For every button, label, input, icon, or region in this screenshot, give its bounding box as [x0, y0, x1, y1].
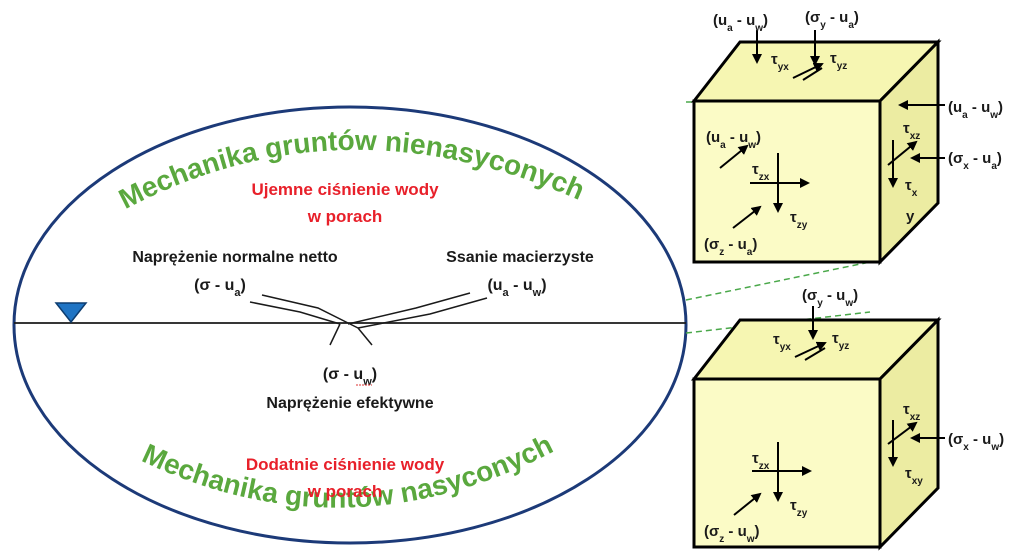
matric-suction-label: Ssanie macierzyste [446, 249, 594, 266]
negative-pressure-line2: w porach [307, 207, 383, 226]
top-cube-top-right-label: (σy - ua) [805, 9, 859, 31]
top-stress-cube: (ua - uw) (σy - ua) τyx τyz (ua - uw) (σ… [690, 9, 1003, 266]
water-table-triangle-icon [54, 302, 88, 324]
top-cube-front-label-1: (ua - uw) [706, 129, 761, 151]
net-normal-stress-var: (σ - ua) [194, 277, 246, 299]
bottom-cube-front-label: (σz - uw) [704, 523, 760, 545]
negative-pressure-line1: Ujemne ciśnienie wody [251, 180, 439, 199]
top-cube-front-label-2: (σz - ua) [704, 236, 757, 258]
title-unsaturated: Mechanika gruntów nienasyconych [114, 125, 589, 215]
net-normal-stress-label: Naprężenie normalne netto [132, 249, 338, 266]
top-cube-top-left-label: (ua - uw) [713, 12, 768, 34]
positive-pressure-line2: w porach [307, 482, 383, 501]
bottom-cube-top-label: (σy - uw) [802, 287, 858, 309]
top-cube-right-label-1: (ua - uw) [948, 99, 1003, 121]
effective-stress-label: Naprężenie efektywne [266, 395, 433, 412]
top-cube-right-label-2: (σx - ua) [948, 150, 1002, 172]
bottom-stress-cube: (σy - uw) τyx τyz (σx - uw) τxz τxy τzx … [690, 287, 1004, 551]
bottom-cube-right-label: (σx - uw) [948, 431, 1004, 453]
matric-suction-var: (ua - uw) [487, 277, 546, 299]
top-cube-y-letter: y [906, 208, 915, 225]
connector-lines [249, 292, 488, 346]
positive-pressure-line1: Dodatnie ciśnienie wody [246, 455, 445, 474]
soil-ellipse [12, 105, 688, 545]
